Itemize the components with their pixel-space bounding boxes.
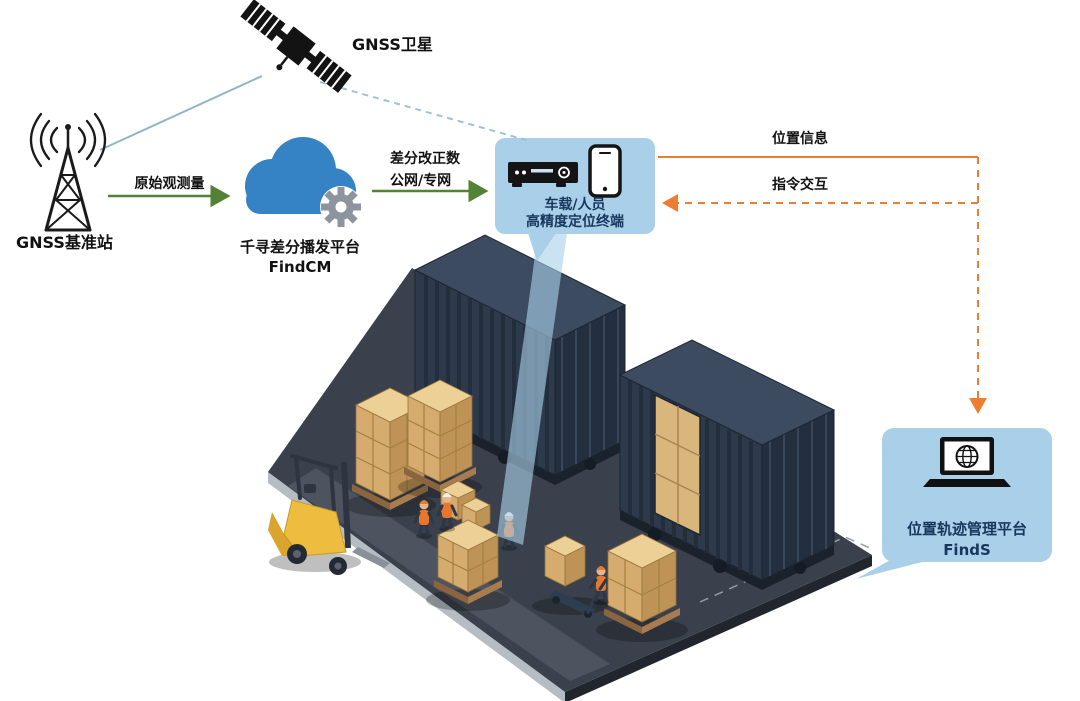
platform-node [856,428,1052,579]
worker-2 [436,493,458,532]
satellite-icon [240,0,352,93]
platform-label-line1: 位置轨迹管理平台 [906,520,1027,538]
pallet-stack-left-2 [398,379,482,498]
dvr-device-icon [508,162,578,187]
antenna-tower-icon [29,112,107,232]
terminal-node [495,138,655,261]
link-satellite-to-terminal [319,81,527,141]
command-interaction-label: 指令交互 [772,177,828,193]
pallet-stack-bottom-center [426,519,510,611]
platform-node-box [882,428,1052,562]
shipping-container-rear [413,234,627,485]
warehouse-yard-scene [268,233,873,701]
pallet-stack-left-1 [344,387,436,517]
raw-observation-label: 原始观测量 [134,176,205,192]
laptop-globe-icon [923,437,1011,487]
smartphone-icon [588,144,622,198]
platform-callout-tail [856,557,926,579]
cloud-platform-name: 千寻差分播发平台 [239,238,360,256]
position-info-label: 位置信息 [772,131,828,147]
corrections-label-line1: 差分改正数 [390,151,460,167]
worker-4 [588,566,609,605]
terminal-callout-tail [528,233,556,261]
forklift [268,454,390,575]
terminal-label-line1: 车载/人员 [544,197,606,213]
cloud-gear-icon [245,137,362,228]
base-station-label: GNSS基准站 [16,233,113,252]
worker-1 [413,500,435,539]
pallet-stack-bottom-right [596,533,688,642]
terminal-label-line2: 高精度定位终端 [526,214,624,230]
link-satellite-to-base [99,75,263,151]
gear-icon [321,187,361,227]
cloud-platform-product: FindCM [268,258,332,276]
satellite-label: GNSS卫星 [352,35,433,54]
container-open-door-cargo [654,393,701,537]
positioning-beam [497,233,567,545]
corrections-label-line2: 公网/专网 [390,173,452,189]
shipping-container-front [618,339,836,590]
platform-label-line2: FindS [943,541,991,559]
